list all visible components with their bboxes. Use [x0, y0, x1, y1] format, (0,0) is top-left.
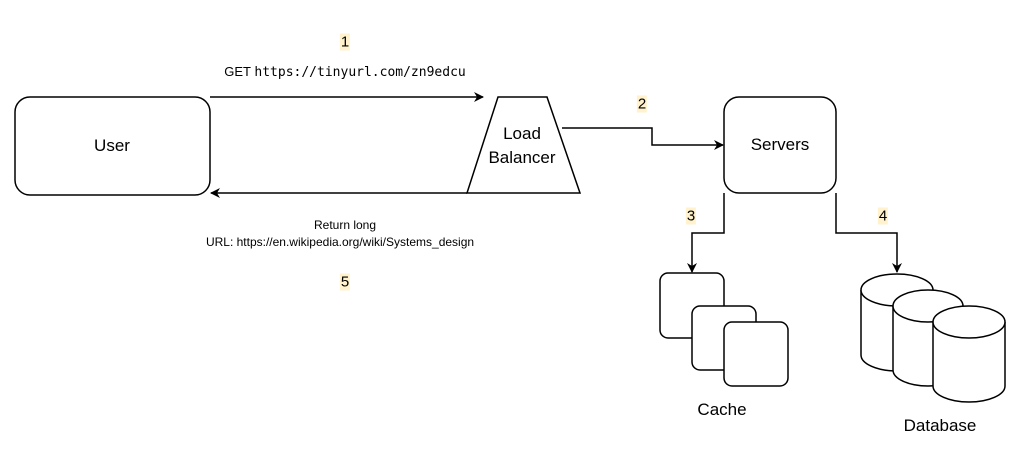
- database-label: Database: [903, 416, 977, 435]
- cache-node: [659, 272, 789, 387]
- database-node: [860, 273, 1006, 403]
- step-2-badge: 2: [636, 95, 648, 113]
- request-method: GET: [224, 64, 251, 79]
- step-1-badge: 1: [339, 33, 351, 51]
- load-balancer-node: [465, 96, 582, 194]
- user-node: [14, 96, 211, 196]
- step-4-badge: 4: [877, 207, 889, 225]
- servers-label: Servers: [750, 135, 810, 154]
- request-label: GET https://tinyurl.com/zn9edcu: [224, 64, 465, 80]
- step-5-badge: 5: [339, 273, 351, 291]
- lb-to-servers-arrow: [562, 127, 724, 150]
- request-url: https://tinyurl.com/zn9edcu: [254, 65, 466, 80]
- step-3-badge: 3: [685, 207, 697, 225]
- return-label-2: URL: https://en.wikipedia.org/wiki/Syste…: [205, 235, 475, 249]
- servers-to-database-arrow: [835, 193, 902, 273]
- servers-to-cache-arrow: [687, 193, 725, 273]
- cache-label: Cache: [697, 400, 747, 419]
- load-balancer-label-1: Load: [503, 124, 541, 143]
- load-balancer-label-2: Balancer: [488, 148, 556, 167]
- user-label: User: [94, 136, 130, 155]
- return-label-1: Return long: [313, 218, 377, 232]
- servers-node: [723, 96, 837, 194]
